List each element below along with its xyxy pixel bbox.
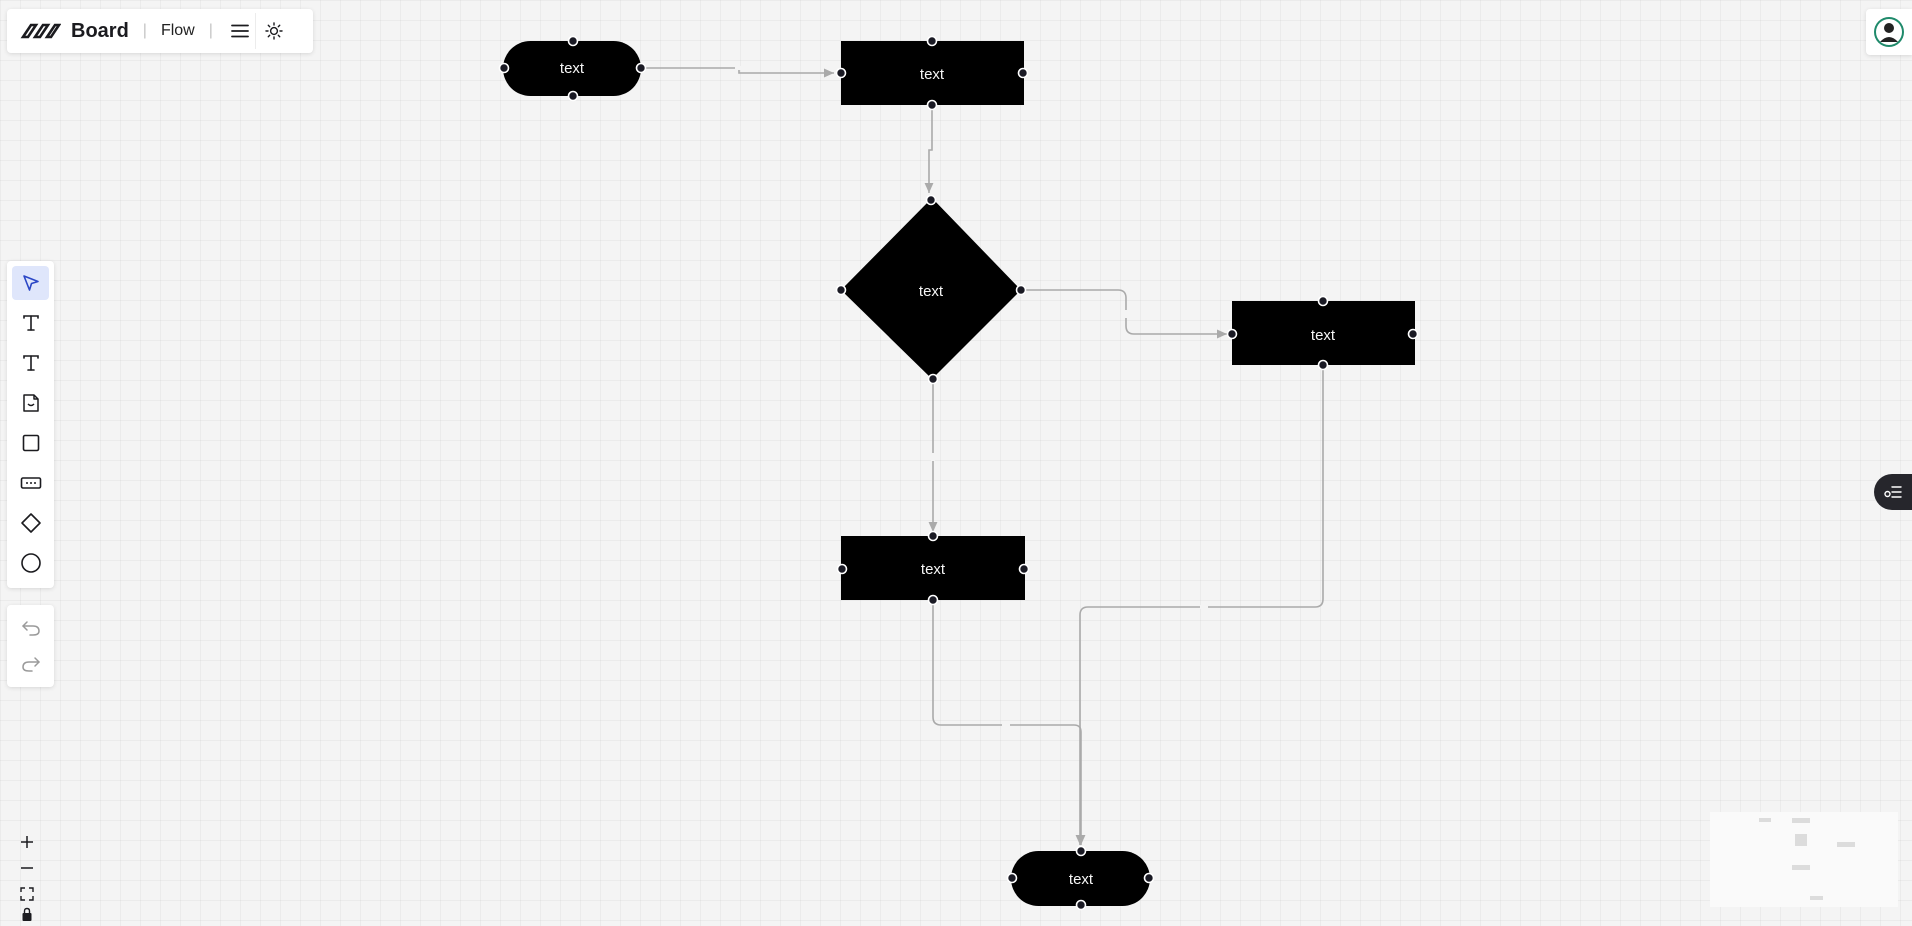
top-bar: Board | Flow | <box>7 9 313 53</box>
handles-process-3[interactable] <box>836 530 1030 606</box>
node-process-2[interactable]: text <box>1232 301 1415 365</box>
redo-button[interactable] <box>12 647 49 681</box>
board-title[interactable]: Flow <box>160 22 195 39</box>
node-process-1[interactable]: text <box>841 41 1024 105</box>
minimap-node <box>1810 896 1823 900</box>
infinity-logo-icon[interactable] <box>19 21 61 41</box>
square-icon <box>22 434 39 452</box>
edge-label-slot <box>1200 605 1208 609</box>
diamond-tool-button[interactable] <box>12 506 49 540</box>
edge-process-3-to-end[interactable] <box>932 599 1086 845</box>
input-box-icon <box>20 477 41 489</box>
diamond-icon <box>20 513 41 533</box>
zoom-controls <box>12 829 42 926</box>
edge-label-slot <box>1124 310 1128 318</box>
node-label: text <box>920 66 945 83</box>
zoom-in-icon <box>21 836 33 848</box>
user-avatar[interactable] <box>1866 9 1912 55</box>
fit-view-icon <box>20 887 34 901</box>
minimap-node <box>1759 818 1771 822</box>
shape-toolbar <box>7 261 54 588</box>
zoom-out-button[interactable] <box>12 855 42 881</box>
divider: | <box>142 22 147 39</box>
fit-view-button[interactable] <box>12 881 42 907</box>
edge-label-slot <box>1002 723 1010 727</box>
text-t-icon <box>22 355 39 371</box>
node-label: text <box>919 283 944 300</box>
sticky-note-tool-button[interactable] <box>12 386 49 420</box>
cursor-arrow-icon <box>22 275 39 291</box>
text-tool-button[interactable] <box>12 306 49 340</box>
handles-end[interactable] <box>1006 845 1155 911</box>
edge-start-to-process-1[interactable] <box>640 67 834 78</box>
handles-process-2[interactable] <box>1226 295 1419 371</box>
edge-process-1-to-decision[interactable] <box>924 105 934 193</box>
edge-label-slot <box>931 453 935 461</box>
minimap[interactable] <box>1710 812 1898 907</box>
minimap-node <box>1792 818 1810 823</box>
select-tool-button[interactable] <box>12 266 49 300</box>
node-start[interactable]: text <box>503 41 641 96</box>
ellipse-tool-button[interactable] <box>12 546 49 580</box>
text-t-icon <box>22 315 39 331</box>
avatar-icon <box>1874 17 1904 47</box>
sun-icon[interactable] <box>254 13 292 49</box>
node-process-3[interactable]: text <box>841 536 1025 600</box>
node-end[interactable]: text <box>1011 851 1150 906</box>
node-label: text <box>1311 327 1336 344</box>
heading-tool-button[interactable] <box>12 346 49 380</box>
minimap-node <box>1837 842 1855 847</box>
sticky-note-icon <box>22 394 39 412</box>
minimap-node <box>1792 865 1810 870</box>
zoom-out-icon <box>21 867 33 869</box>
hamburger-icon[interactable] <box>227 18 253 44</box>
rectangle-tool-button[interactable] <box>12 426 49 460</box>
node-label: text <box>1069 871 1094 888</box>
circle-icon <box>20 553 41 573</box>
outline-toggle-button[interactable] <box>1874 474 1912 510</box>
node-label: text <box>560 60 585 77</box>
history-toolbar <box>7 605 54 687</box>
lock-button[interactable] <box>12 907 42 926</box>
divider: | <box>208 22 213 39</box>
lock-icon <box>22 907 32 921</box>
edge-label-slot <box>735 66 743 70</box>
handles-decision[interactable] <box>835 194 1027 385</box>
handles-start[interactable] <box>498 35 647 102</box>
handles-process-1[interactable] <box>835 35 1029 111</box>
outline-list-icon <box>1884 486 1902 498</box>
undo-button[interactable] <box>12 611 49 645</box>
node-label: text <box>921 561 946 578</box>
redo-icon <box>21 657 40 672</box>
node-decision[interactable]: text <box>841 198 1021 379</box>
minimap-node <box>1795 834 1807 846</box>
zoom-in-button[interactable] <box>12 829 42 855</box>
input-shape-tool-button[interactable] <box>12 466 49 500</box>
brand-name: Board <box>71 19 129 42</box>
undo-icon <box>21 621 40 636</box>
